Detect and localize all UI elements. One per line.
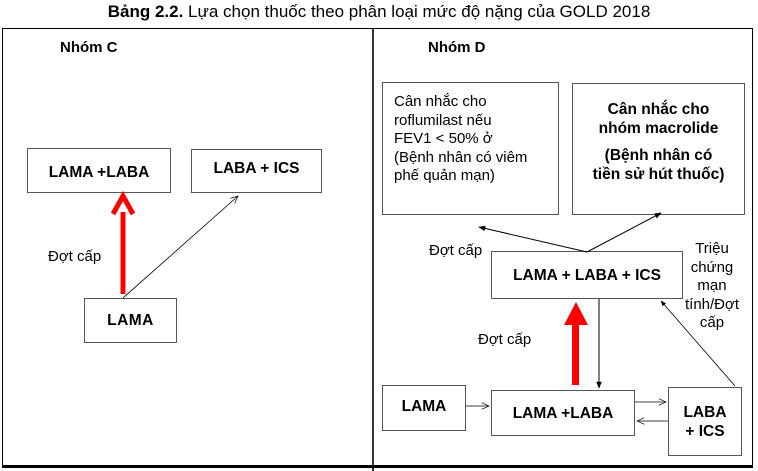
box-label: LABA + ICS (213, 159, 300, 177)
group-d-exacerbation-mid-label: Đợt cấp (478, 331, 532, 348)
roflumilast-text: Cân nhắc cho roflumilast nếu FEV1 < 50% … (394, 93, 527, 186)
group-d-box-triple: LAMA + LABA + ICS (491, 251, 683, 299)
box-label: LAMA + LABA + ICS (513, 266, 661, 284)
group-c-box-lama-laba: LAMA +LABA (27, 148, 171, 193)
group-d-box-lama: LAMA (382, 385, 466, 431)
group-c-exacerbation-label: Đợt cấp (48, 248, 102, 265)
group-d-exacerbation-top-label: Đợt cấp (429, 242, 483, 259)
text-line: tính/Đợt (684, 295, 740, 313)
group-c-title: Nhóm C (60, 39, 118, 56)
text-line: nhóm macrolide (598, 120, 719, 137)
group-c-box-lama: LAMA (84, 298, 177, 343)
text-line: cấp (699, 314, 725, 331)
text-line: mạn (697, 277, 727, 294)
box-label: LAMA +LABA (512, 404, 614, 422)
column-divider (372, 28, 374, 471)
caption-text: Lựa chọn thuốc theo phân loại mức độ nặn… (183, 2, 651, 21)
table-caption: Bảng 2.2. Lựa chọn thuốc theo phân loại … (0, 2, 758, 22)
group-d-box-laba-ics: LABA + ICS (668, 387, 742, 456)
group-d-box-macrolide: Cân nhắc cho nhóm macrolide (Bệnh nhân c… (572, 83, 745, 215)
group-d-title: Nhóm D (428, 39, 486, 56)
group-d-persistent-symptoms-label: Triệu chứng mạn tính/Đợt cấp (674, 240, 750, 333)
text-line: Triệu (695, 240, 729, 257)
group-d-box-lama-laba: LAMA +LABA (491, 390, 635, 436)
text-line: Cân nhắc cho (394, 93, 487, 110)
box-label: LAMA (107, 312, 154, 329)
group-d-box-roflumilast: Cân nhắc cho roflumilast nếu FEV1 < 50% … (382, 82, 559, 215)
text-line: roflumilast nếu (394, 111, 492, 129)
group-c-box-laba-ics: LABA + ICS (191, 149, 322, 193)
text-line: phế quản mạn) (394, 167, 495, 184)
table-frame (2, 28, 753, 466)
text-line: chứng (690, 258, 734, 276)
caption-number: Bảng 2.2. (107, 2, 184, 21)
text-line: Cân nhắc cho (607, 101, 710, 118)
text-line: FEV1 < 50% ở (394, 130, 493, 147)
table-bottom-border (2, 466, 753, 468)
box-label: LAMA +LABA (48, 164, 150, 181)
text-line: (Bệnh nhân có (604, 147, 713, 164)
box-label: LAMA (401, 397, 447, 415)
text-line: LABA (683, 403, 727, 421)
text-line: tiền sử hút thuốc) (592, 166, 725, 183)
text-line: (Bệnh nhân có viêm (394, 148, 528, 166)
text-line: + ICS (685, 422, 725, 440)
